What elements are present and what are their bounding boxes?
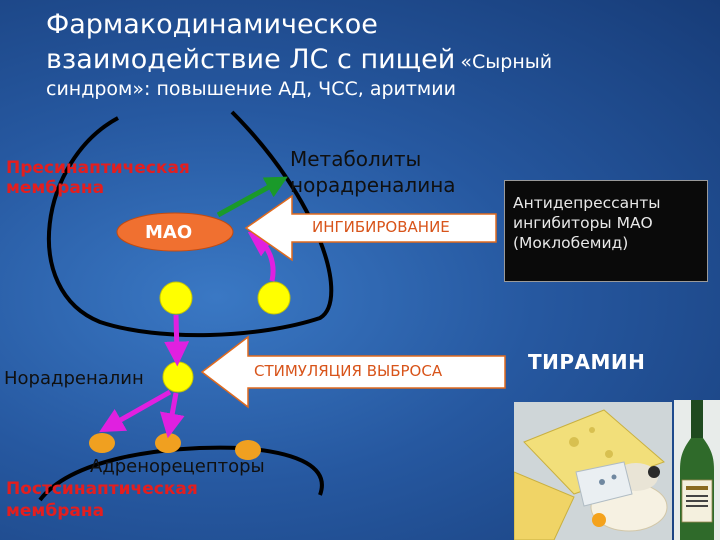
- arrow-noradrenaline-to-receptor-1: [99, 389, 172, 433]
- maoi-info-text: Антидепрессанты ингибиторы МАО (Моклобем…: [513, 194, 661, 252]
- stimulation-label: СТИМУЛЯЦИЯ ВЫБРОСА: [254, 362, 443, 380]
- tyramine-label: ТИРАМИН: [528, 350, 646, 374]
- inhibition-label: ИНГИБИРОВАНИЕ: [312, 218, 450, 236]
- receptor-1: [89, 433, 115, 453]
- slide-title: Фармакодинамическое взаимодействие ЛС с …: [46, 8, 706, 101]
- presynaptic-label: Пресинаптическая мембрана: [6, 158, 190, 198]
- receptor-3: [235, 440, 261, 460]
- title-line-2-wrap: взаимодействие ЛС с пищей «Сырный: [46, 43, 706, 78]
- mao-label: МАО: [145, 222, 193, 243]
- wine-bottle-photo: [674, 400, 720, 540]
- arrow-mao-to-metabolites: [216, 176, 288, 218]
- mao-ellipse: [116, 212, 234, 252]
- title-line-2: взаимодействие ЛС с пищей: [46, 43, 456, 75]
- adrenoreceptors-label: Адренорецепторы: [90, 456, 265, 477]
- arrow-noradrenaline-to-receptor-2: [159, 392, 185, 439]
- title-line-1: Фармакодинамическое: [46, 9, 378, 40]
- vesicle-right: [257, 281, 291, 315]
- title-line-2-small: «Сырный: [460, 50, 553, 73]
- maoi-info-box: Антидепрессанты ингибиторы МАО (Моклобем…: [504, 180, 708, 282]
- postsynaptic-membrane: [38, 445, 324, 502]
- receptor-2: [155, 433, 181, 453]
- inhibition-arrow: [244, 194, 497, 262]
- noradrenaline-label: Норадреналин: [4, 368, 144, 389]
- noradrenaline-dot: [162, 361, 194, 393]
- cheese-photo: [514, 402, 672, 540]
- arrow-vesicle-to-noradrenaline: [164, 314, 190, 367]
- arrow-vesicle-to-mao: [247, 231, 276, 282]
- stimulation-arrow: [200, 335, 506, 409]
- title-line-3: синдром»: повышение АД, ЧСС, аритмии: [46, 78, 456, 101]
- metabolites-label: Метаболиты норадреналина: [290, 147, 456, 197]
- postsynaptic-label: Постсинаптическая мембрана: [6, 479, 198, 521]
- vesicle-left: [159, 281, 193, 315]
